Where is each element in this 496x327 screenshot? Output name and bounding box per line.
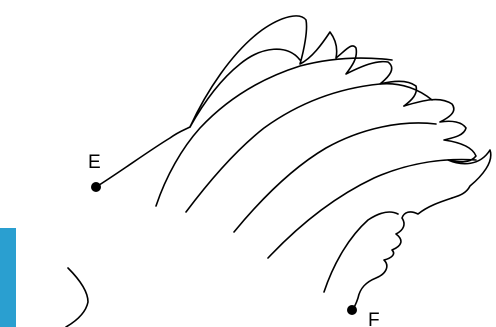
- curve-sweep-4: [268, 160, 476, 258]
- curve-sweep-2: [186, 84, 432, 212]
- curve-to-f: [352, 198, 452, 310]
- curve-sweep-3: [234, 123, 436, 232]
- point-f[interactable]: [347, 305, 357, 315]
- curve-e-to-top: [96, 16, 416, 187]
- point-e-label: E: [88, 152, 101, 173]
- point-e[interactable]: [91, 182, 101, 192]
- curve-bottom-left: [66, 268, 88, 327]
- point-f-label: F: [368, 310, 380, 327]
- curve-lower-middle: [324, 212, 398, 292]
- curve-sweep-1: [156, 58, 392, 206]
- curve-jagged-right: [404, 100, 491, 198]
